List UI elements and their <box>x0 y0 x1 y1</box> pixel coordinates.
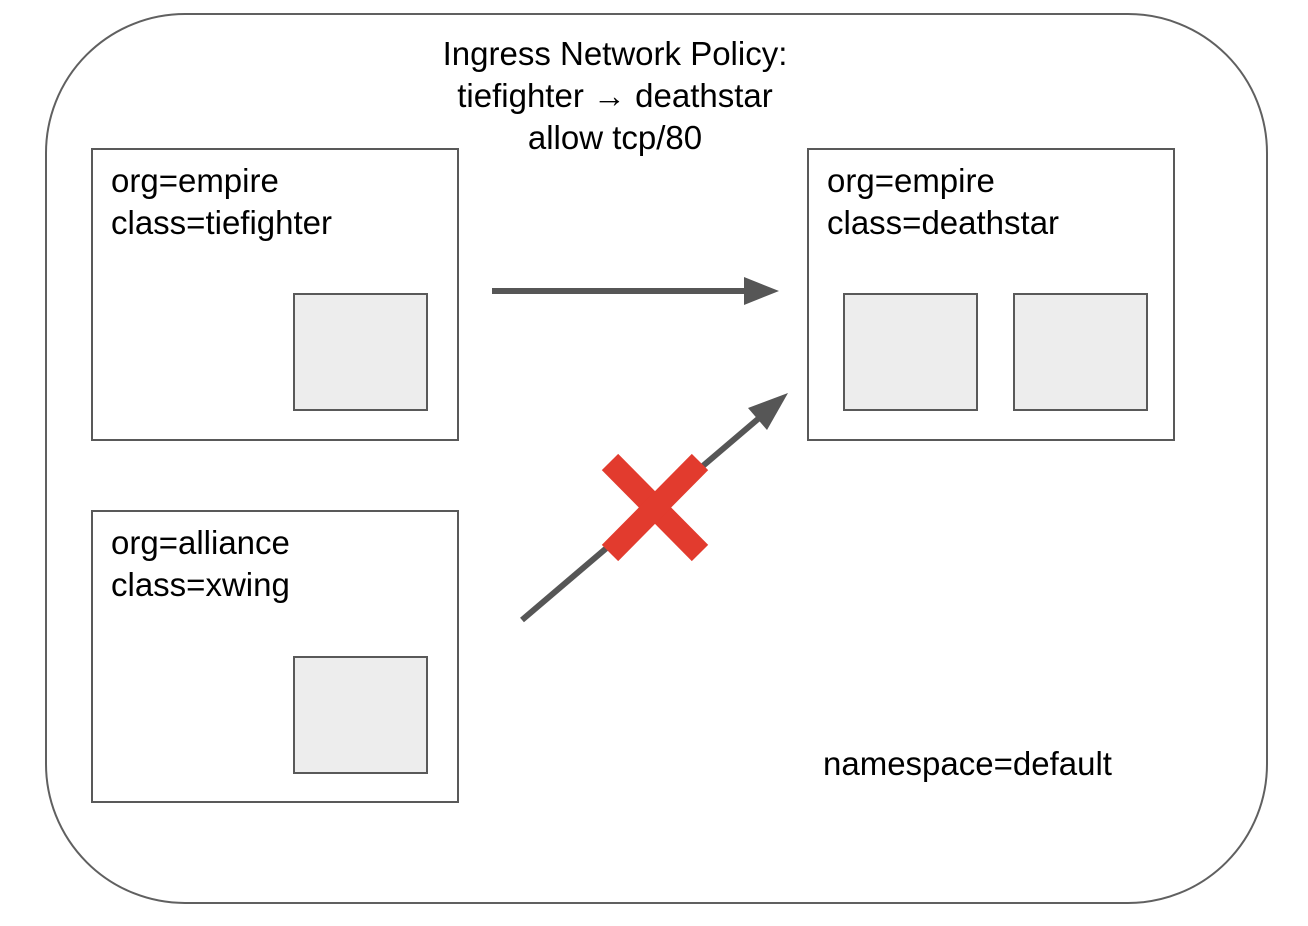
title-line-2: tiefighter → deathstar <box>457 77 773 114</box>
node-tiefighter-labels: org=empire class=tiefighter <box>111 160 332 244</box>
node-deathstar-labels: org=empire class=deathstar <box>827 160 1059 244</box>
node-xwing: org=alliance class=xwing <box>91 510 459 803</box>
node-deathstar-org-label: org=empire <box>827 162 995 199</box>
node-xwing-org-label: org=alliance <box>111 524 290 561</box>
node-tiefighter: org=empire class=tiefighter <box>91 148 459 441</box>
title-line-3: allow tcp/80 <box>527 119 703 156</box>
node-deathstar: org=empire class=deathstar <box>807 148 1175 441</box>
node-xwing-labels: org=alliance class=xwing <box>111 522 290 606</box>
title-line-1: Ingress Network Policy: <box>442 35 788 72</box>
deathstar-pod-icon-1 <box>843 293 978 411</box>
node-deathstar-class-label: class=deathstar <box>827 204 1060 241</box>
diagram-title: Ingress Network Policy: tiefighter → dea… <box>390 33 840 159</box>
deathstar-pod-icon-2 <box>1013 293 1148 411</box>
node-xwing-class-label: class=xwing <box>111 566 290 603</box>
xwing-pod-icon <box>293 656 428 774</box>
tiefighter-pod-icon <box>293 293 428 411</box>
namespace-label: namespace=default <box>823 745 1112 782</box>
node-tiefighter-class-label: class=tiefighter <box>111 204 333 241</box>
node-tiefighter-org-label: org=empire <box>111 162 279 199</box>
